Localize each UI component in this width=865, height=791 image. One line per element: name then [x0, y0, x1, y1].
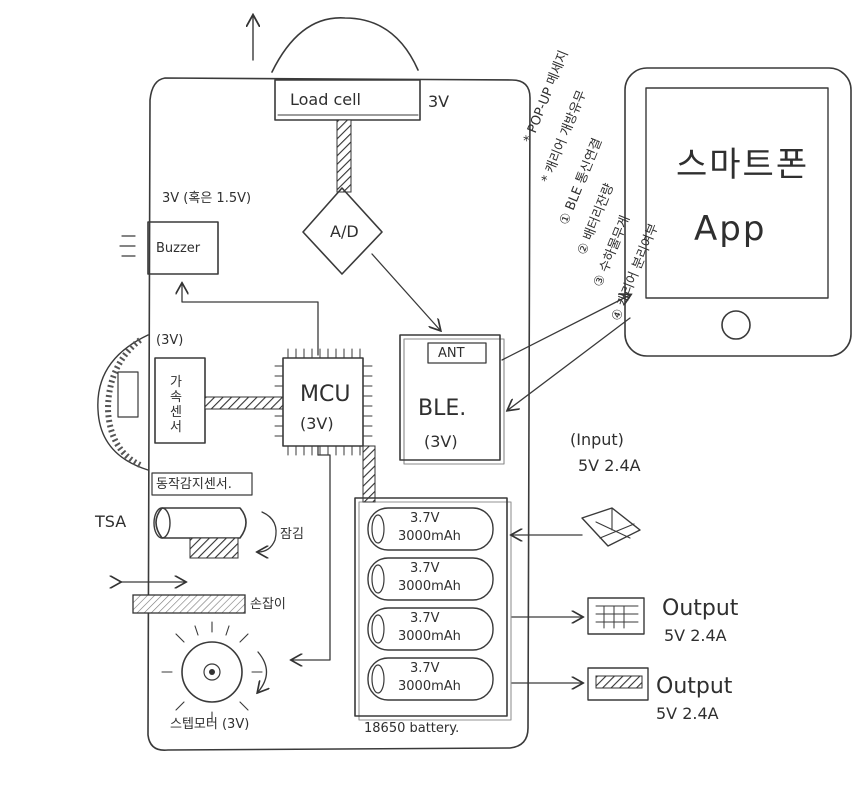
motor-rays — [161, 621, 263, 723]
battery-cell-shapes — [367, 507, 494, 701]
input-connector — [581, 507, 641, 547]
cell-2-capacity: 3000mAh — [398, 579, 461, 594]
phone-app-label: App — [694, 209, 767, 249]
mcu-to-motor-line — [292, 454, 331, 660]
ad-label: A/D — [330, 222, 359, 241]
motor-rotation-arrow — [258, 651, 267, 692]
tsa-lock-latch — [189, 537, 239, 559]
housing-outline — [147, 77, 531, 752]
buzzer-label: Buzzer — [156, 241, 201, 256]
vibration-sensor-box — [151, 472, 253, 496]
output-1-title: Output — [662, 596, 739, 621]
phone-title: 스마트폰 — [676, 145, 810, 185]
buzzer-box — [147, 221, 219, 275]
buzzer-sound-lines — [119, 235, 136, 257]
cell-1-capacity: 3000mAh — [398, 529, 461, 544]
tsa-lock-body — [155, 507, 247, 539]
output-2-spec: 5V 2.4A — [656, 704, 719, 723]
mcu-voltage: (3V) — [300, 414, 334, 433]
cell-1-voltage: 3.7V — [410, 511, 440, 526]
slider-bar — [132, 594, 246, 614]
buzzer-voltage: 3V (혹은 1.5V) — [162, 191, 252, 206]
handle-dome — [271, 17, 419, 73]
vibration-sensor-label: 동작감지센서. — [156, 477, 232, 492]
ble-box — [399, 334, 501, 461]
mcu-to-buzzer-line — [182, 284, 319, 356]
cell-2-voltage: 3.7V — [410, 561, 440, 576]
mcu-box — [282, 357, 364, 447]
output-connector-1 — [587, 597, 645, 635]
smartphone-body — [624, 67, 852, 357]
output-connector-2 — [587, 667, 649, 701]
motor-label: 스텝모터 (3V) — [170, 717, 250, 732]
ble-to-phone-arrow — [501, 295, 630, 361]
ble-label: BLE. — [418, 396, 467, 421]
load-cell-label: Load cell — [290, 90, 361, 109]
stepper-motor — [181, 641, 243, 703]
lock-rotation-arrow — [258, 511, 277, 552]
battery-caption: 18650 battery. — [364, 721, 460, 736]
tsa-label: TSA — [95, 512, 127, 531]
load-cell-wire — [336, 119, 352, 193]
home-button — [721, 310, 751, 340]
slider-label: 손잡이 — [250, 597, 286, 612]
ad-diamond — [302, 187, 383, 275]
mcu-label: MCU — [300, 382, 351, 407]
mcu-pins-bottom — [287, 445, 361, 456]
battery-pack — [354, 497, 508, 717]
antenna-box — [427, 342, 487, 364]
detector-arc — [97, 334, 149, 471]
load-cell-voltage: 3V — [428, 92, 450, 111]
mcu-pins-right — [362, 365, 373, 437]
accel-sensor-label: 가속센서 — [170, 375, 182, 435]
cell-4-capacity: 3000mAh — [398, 679, 461, 694]
cell-4-voltage: 3.7V — [410, 661, 440, 676]
lock-label: 잠김 — [280, 527, 304, 542]
ble-voltage: (3V) — [424, 432, 458, 451]
output-1-spec: 5V 2.4A — [664, 626, 727, 645]
ad-to-ble-arrow — [371, 253, 440, 330]
sensor-voltage: (3V) — [156, 333, 184, 348]
cell-3-voltage: 3.7V — [410, 611, 440, 626]
sensor-to-mcu-bus — [204, 396, 284, 410]
mcu-power-wire — [362, 445, 376, 503]
phone-to-ble-arrow — [508, 317, 631, 410]
input-spec: 5V 2.4A — [578, 456, 641, 475]
input-title: (Input) — [570, 430, 624, 449]
cell-3-capacity: 3000mAh — [398, 629, 461, 644]
mcu-pins-left — [274, 365, 284, 437]
smartphone-screen — [645, 87, 829, 299]
ant-label: ANT — [438, 346, 465, 361]
output-2-title: Output — [656, 674, 733, 699]
mcu-pins-top — [287, 348, 361, 359]
